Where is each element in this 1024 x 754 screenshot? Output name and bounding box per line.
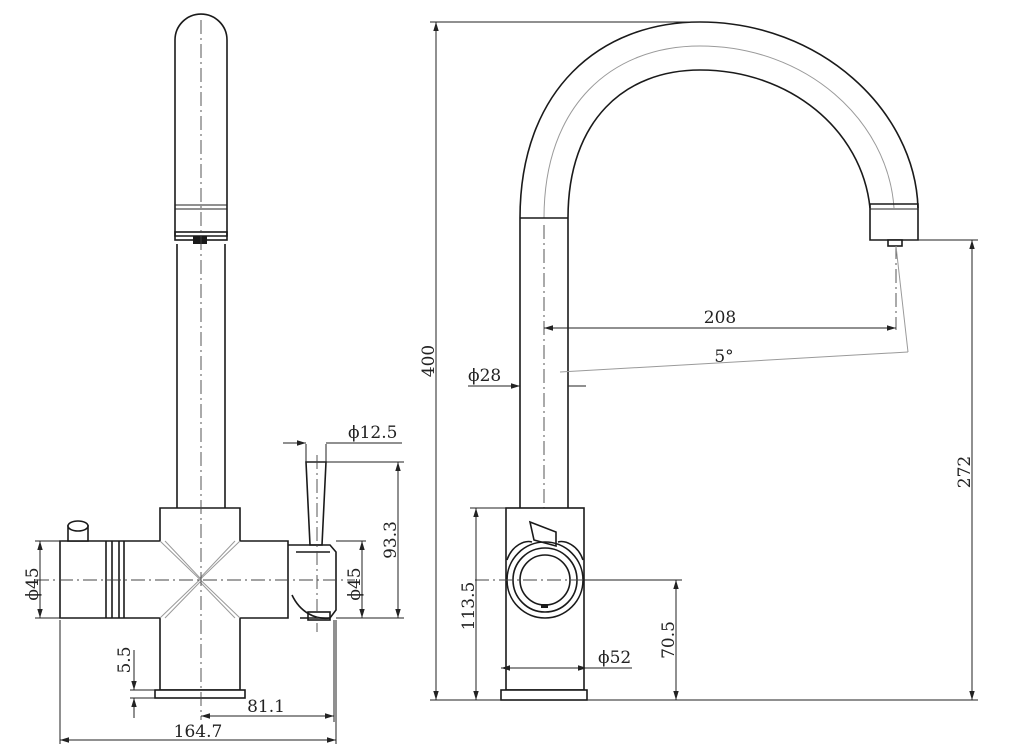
side-spout-arch (519, 21, 919, 219)
right-handle (305, 461, 327, 546)
front-spout-lower (176, 244, 226, 508)
dim-body-height: 113.5 (459, 582, 479, 631)
dim-handle-height: 93.3 (381, 521, 401, 559)
dim-spout-dia: ϕ28 (468, 366, 501, 386)
front-dimensions: ϕ45 ϕ45 ϕ12.5 93.3 5.5 81.1 164.7 (23, 423, 404, 744)
side-spout-column (519, 217, 569, 508)
dim-base-offset: 5.5 (115, 646, 135, 673)
side-dimensions: 400 208 5° ϕ28 272 113.5 70.5 ϕ52 (419, 21, 978, 701)
dim-left-dia: ϕ45 (23, 567, 43, 600)
dim-spout-angle: 5° (714, 347, 733, 367)
front-spout-upper (174, 13, 228, 237)
dim-half-width: 81.1 (247, 697, 285, 717)
dim-total-height: 400 (419, 345, 439, 377)
front-body (59, 507, 289, 691)
side-view (475, 21, 919, 701)
front-base (154, 689, 246, 699)
dim-total-width: 164.7 (174, 722, 223, 742)
front-view (35, 13, 355, 720)
dim-spout-height: 272 (955, 456, 975, 488)
dim-lever-height: 70.5 (659, 621, 679, 659)
side-body (505, 507, 585, 691)
dim-spout-reach: 208 (704, 308, 736, 328)
dim-handle-dia: ϕ12.5 (348, 423, 397, 443)
dim-base-dia: ϕ52 (598, 648, 631, 668)
dim-right-dia: ϕ45 (345, 567, 365, 600)
side-base (500, 689, 588, 701)
